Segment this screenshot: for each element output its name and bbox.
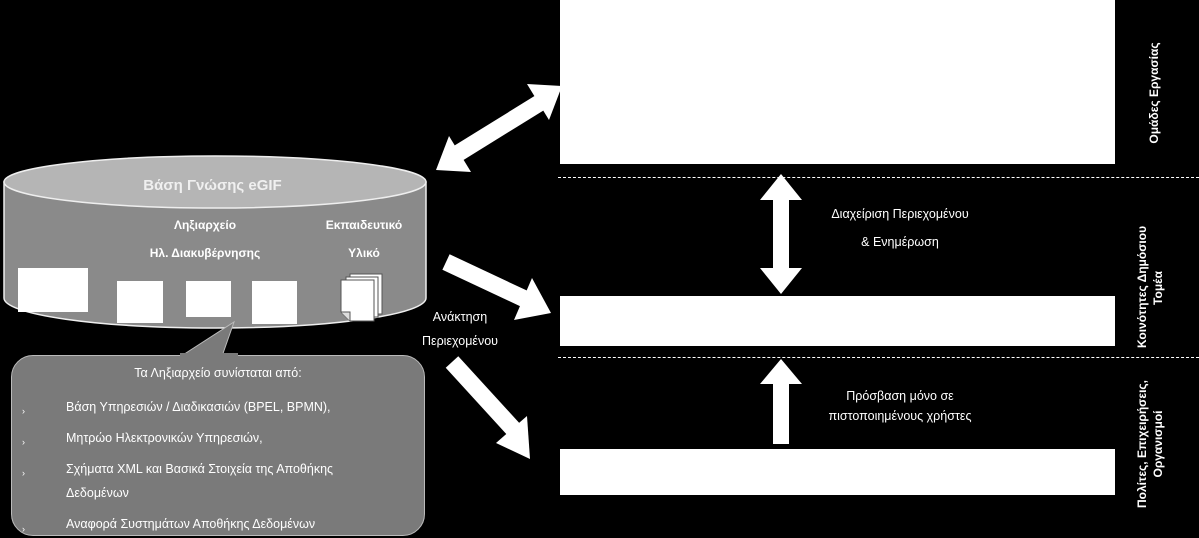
knowledge-base-cylinder [3,155,427,329]
access-label-line2: πιστοποιημένους χρήστες [828,409,972,423]
side-label-work-groups: Ομάδες Εργασίας [1147,42,1161,144]
callout-item-2: Μητρώο Ηλεκτρονικών Υπηρεσιών, [66,431,263,445]
callout-item-1: Βάση Υπηρεσιών / Διαδικασιών (BPEL, BPMN… [66,400,331,414]
registry-label-line1: Ληξιαρχείο [173,218,237,232]
separator-line-1 [558,177,1199,178]
work-groups-box [560,0,1115,164]
side-label-citizens-line2: Οργανισμοί [1151,410,1165,478]
side-label-citizens-line1: Πολίτες, Επιχειρήσεις, [1135,380,1149,508]
kb-box-2 [117,281,163,323]
registry-callout [11,355,425,536]
kb-box-1 [18,268,88,312]
citizens-arrow [445,356,530,459]
public-sector-box [560,296,1115,346]
separator-line-2 [558,357,1199,358]
management-label-line2: & Ενημέρωση [861,235,939,249]
bullet-marker-4: › [22,524,25,534]
registry-label-line2: Ηλ. Διακυβέρνησης [149,246,261,260]
side-label-citizens: Πολίτες, Επιχειρήσεις, Οργανισμοί [1134,379,1174,509]
callout-heading: Τα Ληξιαρχείο συνίσταται από: [134,366,302,380]
document-stack-icon [340,273,383,322]
side-label-public-line1: Κοινότητες Δημόσιου [1135,225,1149,348]
management-double-arrow [760,174,802,294]
knowledge-base-title: Βάση Γνώσης eGIF [143,177,282,194]
management-label-line1: Διαχείριση Περιεχομένου [831,207,969,221]
kb-box-4 [252,281,297,324]
citizens-box [560,449,1115,495]
side-label-public-line2: Τομέα [1151,271,1165,305]
callout-item-3: Σχήματα XML και Βασικά Στοιχεία της Αποθ… [66,462,334,476]
retrieval-label-line1: Ανάκτηση [432,310,488,324]
callout-pointer-join [180,353,238,360]
bullet-marker-2: › [22,437,25,447]
bullet-marker-3: › [22,468,25,478]
callout-item-4: Αναφορά Συστημάτων Αποθήκης Δεδομένων [66,517,316,531]
side-label-public-sector: Κοινότητες Δημόσιου Τομέα [1134,225,1174,348]
education-label-line2: Υλικό [348,246,380,260]
double-arrow-workgroups [436,84,562,172]
access-arrow [760,359,802,444]
callout-item-3-continued: Δεδομένων [66,486,129,500]
retrieval-label-line2: Περιεχομένου [421,334,499,348]
education-label-line1: Εκπαιδευτικό [325,218,403,232]
access-label-line1: Πρόσβαση μόνο σε [846,389,954,403]
kb-box-3 [186,281,231,317]
bullet-marker-1: › [22,406,25,416]
retrieval-arrow [442,254,551,320]
